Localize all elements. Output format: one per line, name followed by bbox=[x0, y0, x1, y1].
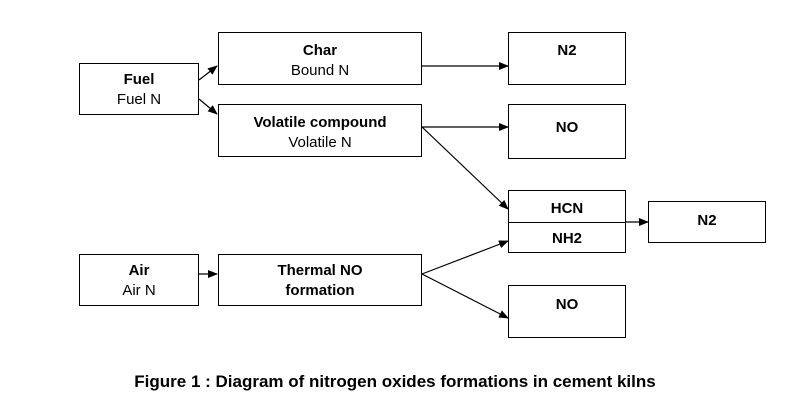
node-no-top: NO bbox=[508, 104, 626, 159]
node-air-subtitle: Air N bbox=[122, 282, 156, 299]
node-thermal-no-formation: Thermal NO formation bbox=[218, 254, 422, 306]
node-fuel: Fuel Fuel N bbox=[79, 63, 199, 115]
node-no-bottom-title: NO bbox=[555, 296, 579, 313]
node-volatile-subtitle: Volatile N bbox=[288, 134, 352, 151]
arrow-fuel-to-volatile bbox=[198, 98, 218, 115]
node-char-subtitle: Bound N bbox=[290, 62, 350, 79]
node-volatile-compound: Volatile compound Volatile N bbox=[218, 104, 422, 157]
node-fuel-title: Fuel bbox=[123, 71, 155, 88]
node-volatile-title: Volatile compound bbox=[253, 114, 387, 131]
node-hcn-nh2: HCN NH2 bbox=[508, 190, 626, 253]
node-fuel-subtitle: Fuel N bbox=[116, 91, 162, 108]
node-air-title: Air bbox=[128, 262, 150, 279]
node-n2-right: N2 bbox=[648, 201, 766, 243]
node-nh2-title: NH2 bbox=[551, 230, 582, 247]
node-n2-top-title: N2 bbox=[557, 42, 577, 59]
arrow-thermal-to-nh2 bbox=[421, 240, 509, 275]
node-thermal-title-line1: Thermal NO bbox=[277, 262, 363, 279]
arrow-thermal-to-no bbox=[421, 273, 509, 319]
node-hcn-title: HCN bbox=[550, 200, 584, 217]
node-char: Char Bound N bbox=[218, 32, 422, 85]
node-n2-right-title: N2 bbox=[697, 212, 717, 229]
hcn-nh2-divider bbox=[509, 222, 625, 223]
arrow-fuel-to-char bbox=[198, 65, 218, 81]
node-thermal-title-line2: formation bbox=[285, 282, 355, 299]
node-n2-top: N2 bbox=[508, 32, 626, 85]
node-air: Air Air N bbox=[79, 254, 199, 306]
node-no-bottom: NO bbox=[508, 285, 626, 338]
node-char-title: Char bbox=[302, 42, 338, 59]
arrow-volatile-to-hcn bbox=[421, 126, 509, 210]
figure-caption: Figure 1 : Diagram of nitrogen oxides fo… bbox=[134, 372, 656, 391]
node-no-top-title: NO bbox=[555, 119, 579, 136]
